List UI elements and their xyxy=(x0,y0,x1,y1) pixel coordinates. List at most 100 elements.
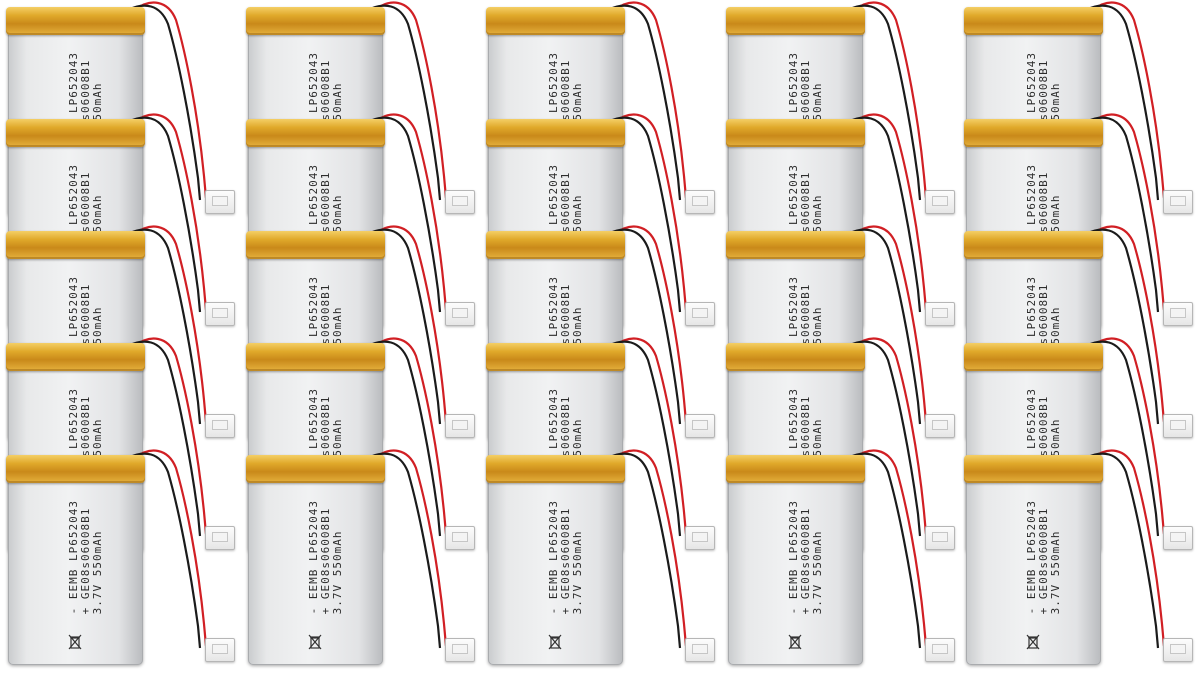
insulation-tape xyxy=(726,119,865,147)
battery-body xyxy=(488,460,623,665)
lead-wires xyxy=(127,337,208,537)
battery-label: - EEMB LP652043 + GE08s06008B1 3.7V 550m… xyxy=(67,500,104,615)
jst-connector xyxy=(205,302,235,326)
insulation-tape xyxy=(246,7,385,35)
jst-connector xyxy=(205,638,235,662)
lead-wires xyxy=(367,1,448,201)
label-line-rating: 3.7V 550mAh xyxy=(1049,530,1062,615)
battery-cell: - EEMB LP652043 + GE08s06008B1 3.7V 550m… xyxy=(720,440,980,680)
jst-connector xyxy=(685,302,715,326)
battery-label: - EEMB LP652043 + GE08s06008B1 3.7V 550m… xyxy=(1025,500,1062,615)
jst-connector xyxy=(205,190,235,214)
battery-body xyxy=(966,460,1101,665)
lead-wires xyxy=(127,1,208,201)
jst-connector xyxy=(1163,638,1193,662)
insulation-tape xyxy=(486,231,625,259)
lead-wires xyxy=(127,225,208,425)
lead-wires xyxy=(1085,449,1166,649)
lead-wires xyxy=(127,449,208,649)
insulation-tape xyxy=(486,7,625,35)
insulation-tape xyxy=(964,7,1103,35)
insulation-tape xyxy=(6,7,145,35)
battery-label: - EEMB LP652043 + GE08s06008B1 3.7V 550m… xyxy=(307,500,344,615)
battery-body xyxy=(248,460,383,665)
label-line-rating: 3.7V 550mAh xyxy=(91,530,104,615)
lead-wires xyxy=(1085,1,1166,201)
battery-cell: - EEMB LP652043 + GE08s06008B1 3.7V 550m… xyxy=(0,440,260,680)
insulation-tape xyxy=(246,455,385,483)
jst-connector xyxy=(445,638,475,662)
lead-wires xyxy=(847,225,928,425)
insulation-tape xyxy=(486,119,625,147)
jst-connector xyxy=(1163,302,1193,326)
jst-connector xyxy=(205,526,235,550)
insulation-tape xyxy=(964,231,1103,259)
insulation-tape xyxy=(726,455,865,483)
jst-connector xyxy=(685,526,715,550)
insulation-tape xyxy=(486,455,625,483)
battery-cell: - EEMB LP652043 + GE08s06008B1 3.7V 550m… xyxy=(240,440,500,680)
crossed-out-bin-icon xyxy=(1026,634,1040,650)
label-line-rating: 3.7V 550mAh xyxy=(571,530,584,615)
insulation-tape xyxy=(964,343,1103,371)
insulation-tape xyxy=(964,455,1103,483)
battery-cell: - EEMB LP652043 + GE08s06008B1 3.7V 550m… xyxy=(958,440,1200,680)
lead-wires xyxy=(1085,113,1166,313)
battery-label: - EEMB LP652043 + GE08s06008B1 3.7V 550m… xyxy=(787,500,824,615)
insulation-tape xyxy=(246,119,385,147)
insulation-tape xyxy=(726,343,865,371)
jst-connector xyxy=(685,190,715,214)
lead-wires xyxy=(1085,337,1166,537)
battery-cell: - EEMB LP652043 + GE08s06008B1 3.7V 550m… xyxy=(480,440,740,680)
insulation-tape xyxy=(246,231,385,259)
battery-body xyxy=(8,460,143,665)
lead-wires xyxy=(367,113,448,313)
lead-wires xyxy=(1085,225,1166,425)
jst-connector xyxy=(1163,190,1193,214)
insulation-tape xyxy=(246,343,385,371)
jst-connector xyxy=(1163,414,1193,438)
jst-connector xyxy=(445,526,475,550)
insulation-tape xyxy=(6,455,145,483)
crossed-out-bin-icon xyxy=(548,634,562,650)
lead-wires xyxy=(367,449,448,649)
jst-connector xyxy=(925,638,955,662)
insulation-tape xyxy=(726,231,865,259)
jst-connector xyxy=(445,190,475,214)
jst-connector xyxy=(445,414,475,438)
jst-connector xyxy=(1163,526,1193,550)
insulation-tape xyxy=(964,119,1103,147)
lead-wires xyxy=(607,1,688,201)
jst-connector xyxy=(685,638,715,662)
lead-wires xyxy=(607,225,688,425)
jst-connector xyxy=(925,190,955,214)
lead-wires xyxy=(847,337,928,537)
insulation-tape xyxy=(6,119,145,147)
battery-body xyxy=(728,460,863,665)
insulation-tape xyxy=(6,343,145,371)
lead-wires xyxy=(607,449,688,649)
jst-connector xyxy=(685,414,715,438)
lead-wires xyxy=(127,113,208,313)
crossed-out-bin-icon xyxy=(68,634,82,650)
label-line-rating: 3.7V 550mAh xyxy=(331,530,344,615)
lead-wires xyxy=(607,113,688,313)
lead-wires xyxy=(367,337,448,537)
label-line-rating: 3.7V 550mAh xyxy=(811,530,824,615)
insulation-tape xyxy=(6,231,145,259)
lead-wires xyxy=(607,337,688,537)
lead-wires xyxy=(847,1,928,201)
insulation-tape xyxy=(486,343,625,371)
crossed-out-bin-icon xyxy=(308,634,322,650)
lead-wires xyxy=(847,449,928,649)
jst-connector xyxy=(445,302,475,326)
battery-label: - EEMB LP652043 + GE08s06008B1 3.7V 550m… xyxy=(547,500,584,615)
insulation-tape xyxy=(726,7,865,35)
crossed-out-bin-icon xyxy=(788,634,802,650)
jst-connector xyxy=(925,302,955,326)
jst-connector xyxy=(925,414,955,438)
jst-connector xyxy=(205,414,235,438)
lead-wires xyxy=(367,225,448,425)
jst-connector xyxy=(925,526,955,550)
